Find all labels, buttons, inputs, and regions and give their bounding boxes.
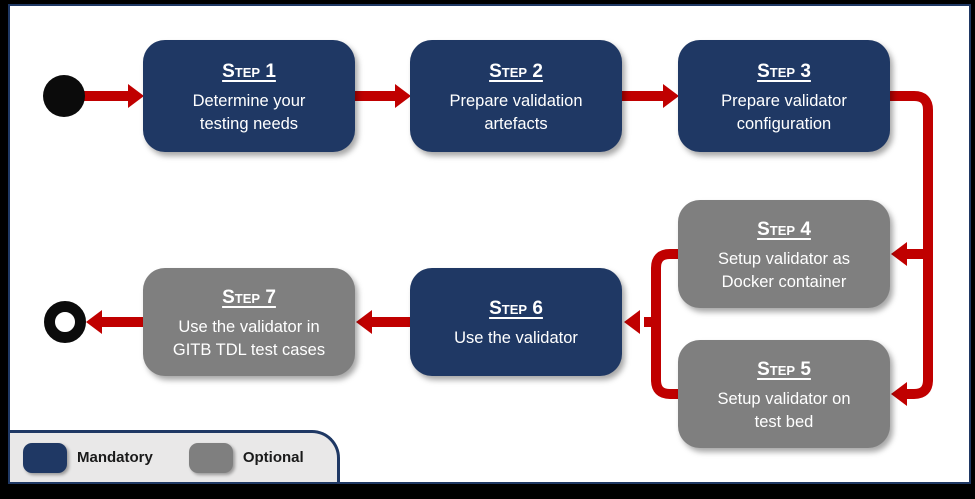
step-6-title: Step 6 xyxy=(489,298,543,320)
step-3-title: Step 3 xyxy=(757,61,811,83)
step-5-box: Step 5 Setup validator on test bed xyxy=(678,340,890,448)
step-6-description: Use the validator xyxy=(454,329,578,348)
step-2-title: Step 2 xyxy=(489,61,543,83)
step-5-description: Setup validator on test bed xyxy=(717,390,851,431)
step-1-description: Determine your testing needs xyxy=(192,92,306,133)
end-node-icon xyxy=(44,301,86,343)
legend-panel: Mandatory Optional xyxy=(10,430,340,482)
mandatory-label: Mandatory xyxy=(77,449,153,466)
optional-swatch-icon xyxy=(188,442,233,473)
mandatory-swatch-icon xyxy=(23,442,67,473)
start-node-icon xyxy=(43,75,85,117)
optional-label: Optional xyxy=(242,449,304,466)
step-5-title: Step 5 xyxy=(757,359,811,381)
legend-item-mandatory: Mandatory xyxy=(23,442,153,473)
step-4-description: Setup validator as Docker container xyxy=(717,250,851,291)
step-3-description: Prepare validator configuration xyxy=(721,92,847,133)
step-4-title: Step 4 xyxy=(757,219,811,241)
step-2-description: Prepare validation artefacts xyxy=(449,92,583,133)
step-7-description: Use the validator in GITB TDL test cases xyxy=(172,318,326,359)
step-6-box: Step 6 Use the validator xyxy=(410,268,622,376)
step-1-box: Step 1 Determine your testing needs xyxy=(143,40,355,152)
step-7-title: Step 7 xyxy=(222,287,276,309)
legend-item-optional: Optional xyxy=(188,442,304,473)
step-3-box: Step 3 Prepare validator configuration xyxy=(678,40,890,152)
step-1-title: Step 1 xyxy=(222,61,276,83)
step-4-box: Step 4 Setup validator as Docker contain… xyxy=(678,200,890,308)
step-7-box: Step 7 Use the validator in GITB TDL tes… xyxy=(143,268,355,376)
step-2-box: Step 2 Prepare validation artefacts xyxy=(410,40,622,152)
